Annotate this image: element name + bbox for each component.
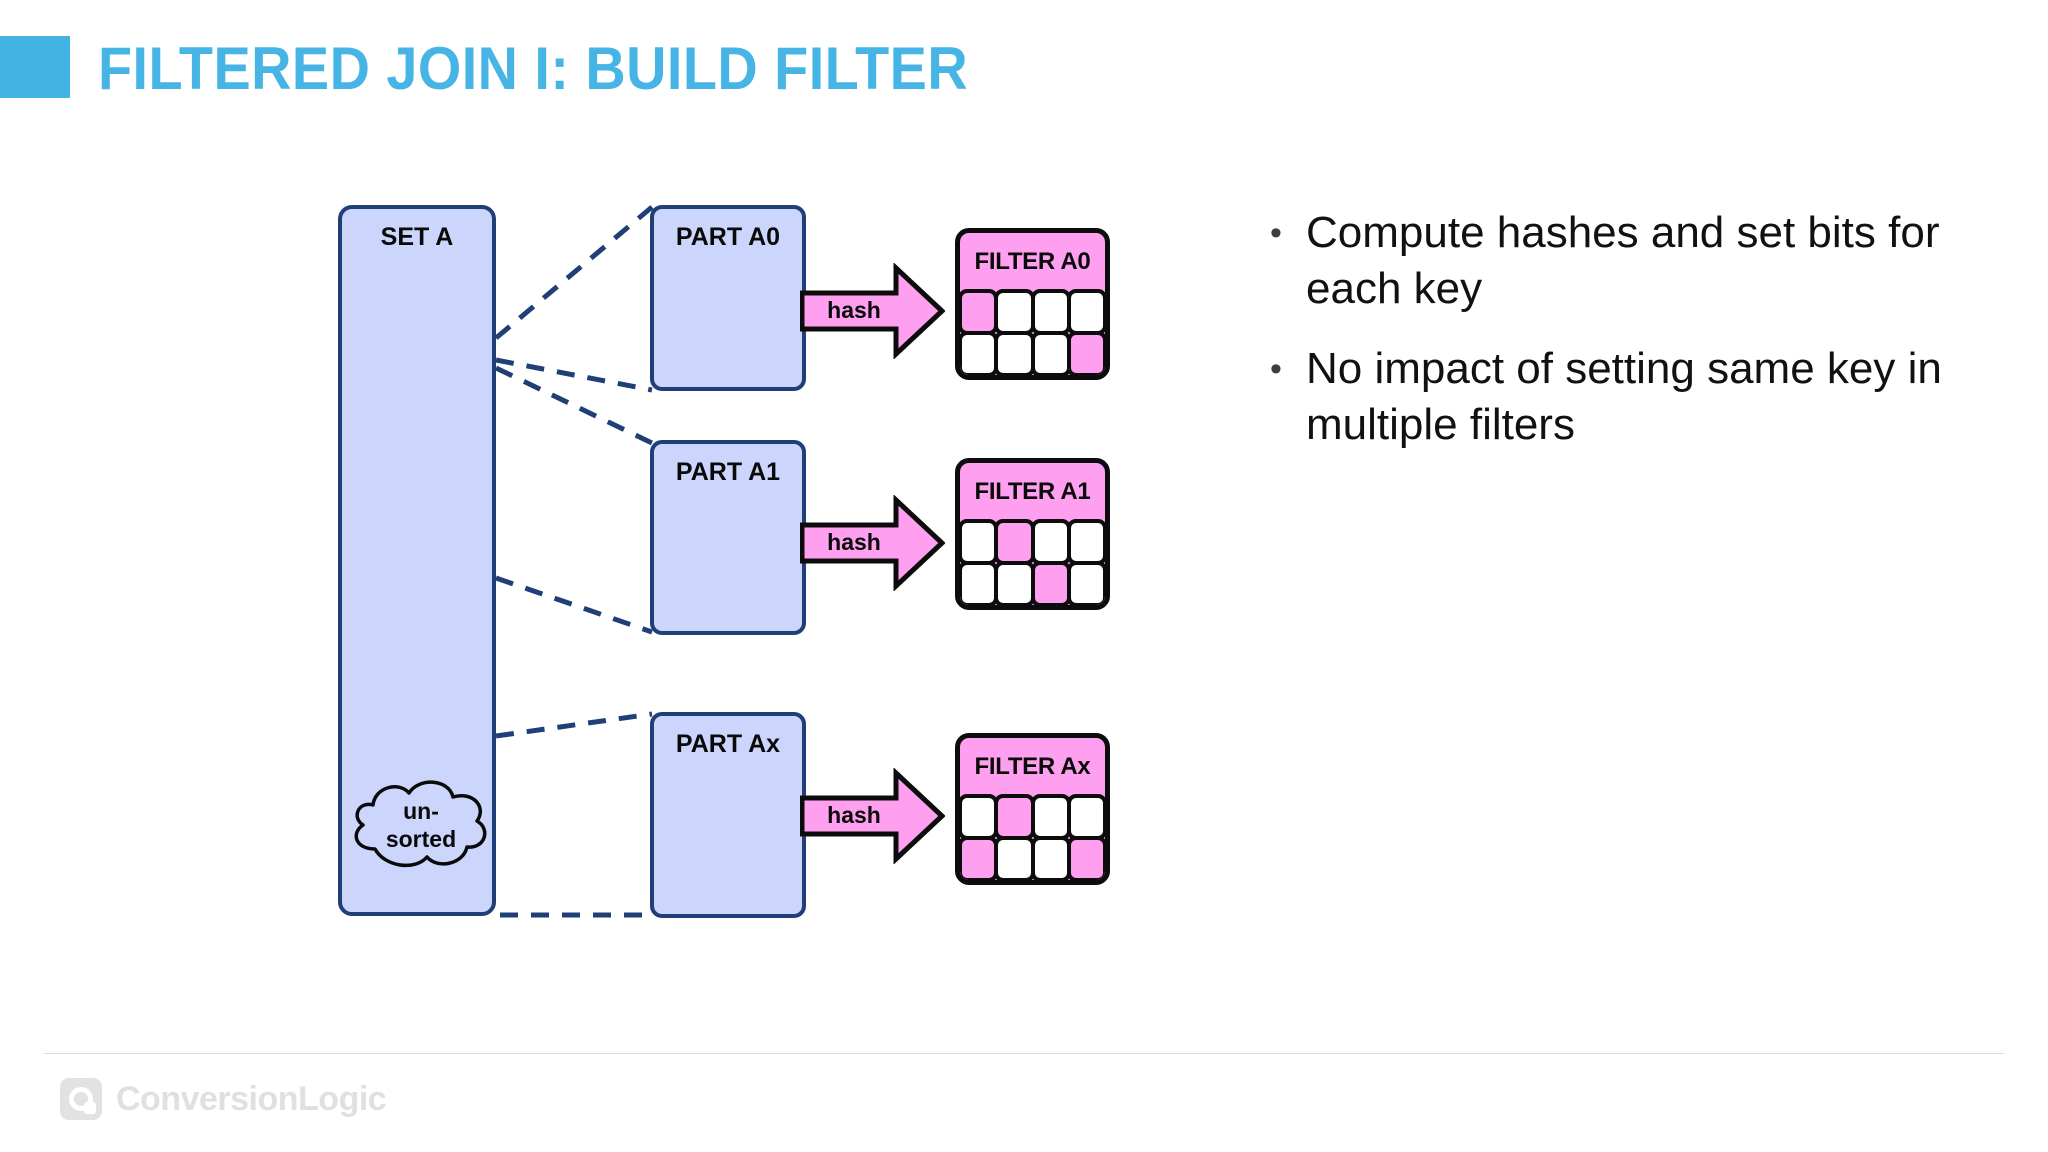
hash-label-2: hash — [827, 802, 881, 828]
filter-bit-r1-c3[interactable] — [1066, 561, 1105, 605]
filter-a0-bit-grid[interactable] — [960, 289, 1105, 375]
filter-bit-r0-c0[interactable] — [960, 794, 999, 840]
bullet-text-0: Compute hashes and set bits for each key — [1306, 208, 1940, 313]
logo-tail — [84, 1102, 96, 1114]
filter-bit-r1-c2[interactable] — [1030, 331, 1071, 375]
bullet-text-1: No impact of setting same key in multipl… — [1306, 344, 1942, 449]
bullet-list: • Compute hashes and set bits for each k… — [1262, 205, 1992, 477]
hash-arrow-0: hash — [800, 263, 945, 359]
filter-a0-label: FILTER A0 — [974, 248, 1091, 275]
part-ax-box[interactable]: PART Ax — [650, 712, 806, 918]
bullet-marker: • — [1270, 350, 1282, 388]
filter-bit-r0-c0[interactable] — [960, 289, 999, 335]
connector-set-to-part-a0-top — [494, 205, 654, 340]
connector-set-to-part-a0-bottom — [495, 357, 653, 393]
part-a0-box[interactable]: PART A0 — [650, 205, 806, 391]
filter-bit-r0-c0[interactable] — [960, 519, 999, 565]
bullet-marker: • — [1270, 214, 1282, 252]
filter-bit-r0-c3[interactable] — [1066, 794, 1105, 840]
filter-ax-box[interactable]: FILTER Ax — [955, 733, 1110, 885]
unsorted-cloud-label: un- sorted — [345, 797, 497, 853]
unsorted-line-1: un- — [403, 798, 439, 824]
connector-set-to-part-a1-bottom — [495, 575, 653, 635]
filter-bit-r0-c3[interactable] — [1066, 289, 1105, 335]
filter-a0-box[interactable]: FILTER A0 — [955, 228, 1110, 380]
filter-bit-r0-c1[interactable] — [994, 519, 1035, 565]
hash-arrow-1: hash — [800, 495, 945, 591]
part-a0-label: PART A0 — [675, 223, 781, 251]
arrow-right-icon — [800, 263, 945, 359]
filter-bit-r1-c3[interactable] — [1066, 836, 1105, 880]
diagram-canvas: SET A un- sorted PART A0 PART A1 PART Ax… — [338, 205, 1110, 918]
filter-bit-r0-c1[interactable] — [994, 289, 1035, 335]
page-title: FILTERED JOIN I: BUILD FILTER — [98, 35, 969, 102]
filter-ax-label: FILTER Ax — [974, 753, 1091, 780]
footer-logo-text: ConversionLogic — [116, 1079, 387, 1118]
conversionlogic-mark-icon — [60, 1078, 102, 1120]
unsorted-line-2: sorted — [385, 826, 457, 852]
cloud-shape — [354, 780, 487, 868]
filter-bit-r1-c1[interactable] — [994, 561, 1035, 605]
footer-logo: ConversionLogic — [60, 1078, 387, 1120]
filter-bit-r0-c1[interactable] — [994, 794, 1035, 840]
title-bar: FILTERED JOIN I: BUILD FILTER — [0, 0, 2048, 140]
filter-bit-r1-c0[interactable] — [960, 331, 999, 375]
filter-ax-bit-grid[interactable] — [960, 794, 1105, 880]
connector-set-to-part-a1-top — [494, 365, 654, 446]
filter-bit-r1-c2[interactable] — [1030, 836, 1071, 880]
filter-bit-r1-c0[interactable] — [960, 561, 999, 605]
filter-bit-r1-c2[interactable] — [1030, 561, 1071, 605]
connector-lines — [494, 205, 654, 918]
set-a-label: SET A — [380, 223, 454, 251]
footer-divider — [44, 1053, 2004, 1054]
filter-bit-r1-c0[interactable] — [960, 836, 999, 880]
part-a1-box[interactable]: PART A1 — [650, 440, 806, 635]
filter-bit-r0-c2[interactable] — [1030, 519, 1071, 565]
title-accent-square — [0, 36, 70, 98]
hash-arrow-2: hash — [800, 768, 945, 864]
filter-a1-label: FILTER A1 — [974, 478, 1091, 505]
part-ax-label: PART Ax — [675, 730, 781, 758]
arrow-right-icon — [800, 495, 945, 591]
logo-ring — [69, 1087, 93, 1111]
filter-a1-box[interactable]: FILTER A1 — [955, 458, 1110, 610]
list-item: • Compute hashes and set bits for each k… — [1262, 205, 1992, 317]
unsorted-cloud: un- sorted — [345, 775, 497, 872]
filter-bit-r0-c2[interactable] — [1030, 794, 1071, 840]
filter-a1-bit-grid[interactable] — [960, 519, 1105, 605]
filter-bit-r0-c3[interactable] — [1066, 519, 1105, 565]
filter-bit-r1-c1[interactable] — [994, 331, 1035, 375]
filter-bit-r0-c2[interactable] — [1030, 289, 1071, 335]
hash-label-0: hash — [827, 297, 881, 323]
filter-bit-r1-c1[interactable] — [994, 836, 1035, 880]
list-item: • No impact of setting same key in multi… — [1262, 341, 1992, 453]
connector-set-to-part-ax-top — [495, 711, 653, 739]
hash-label-1: hash — [827, 529, 881, 555]
filter-bit-r1-c3[interactable] — [1066, 331, 1105, 375]
arrow-right-icon — [800, 768, 945, 864]
part-a1-label: PART A1 — [675, 458, 781, 486]
